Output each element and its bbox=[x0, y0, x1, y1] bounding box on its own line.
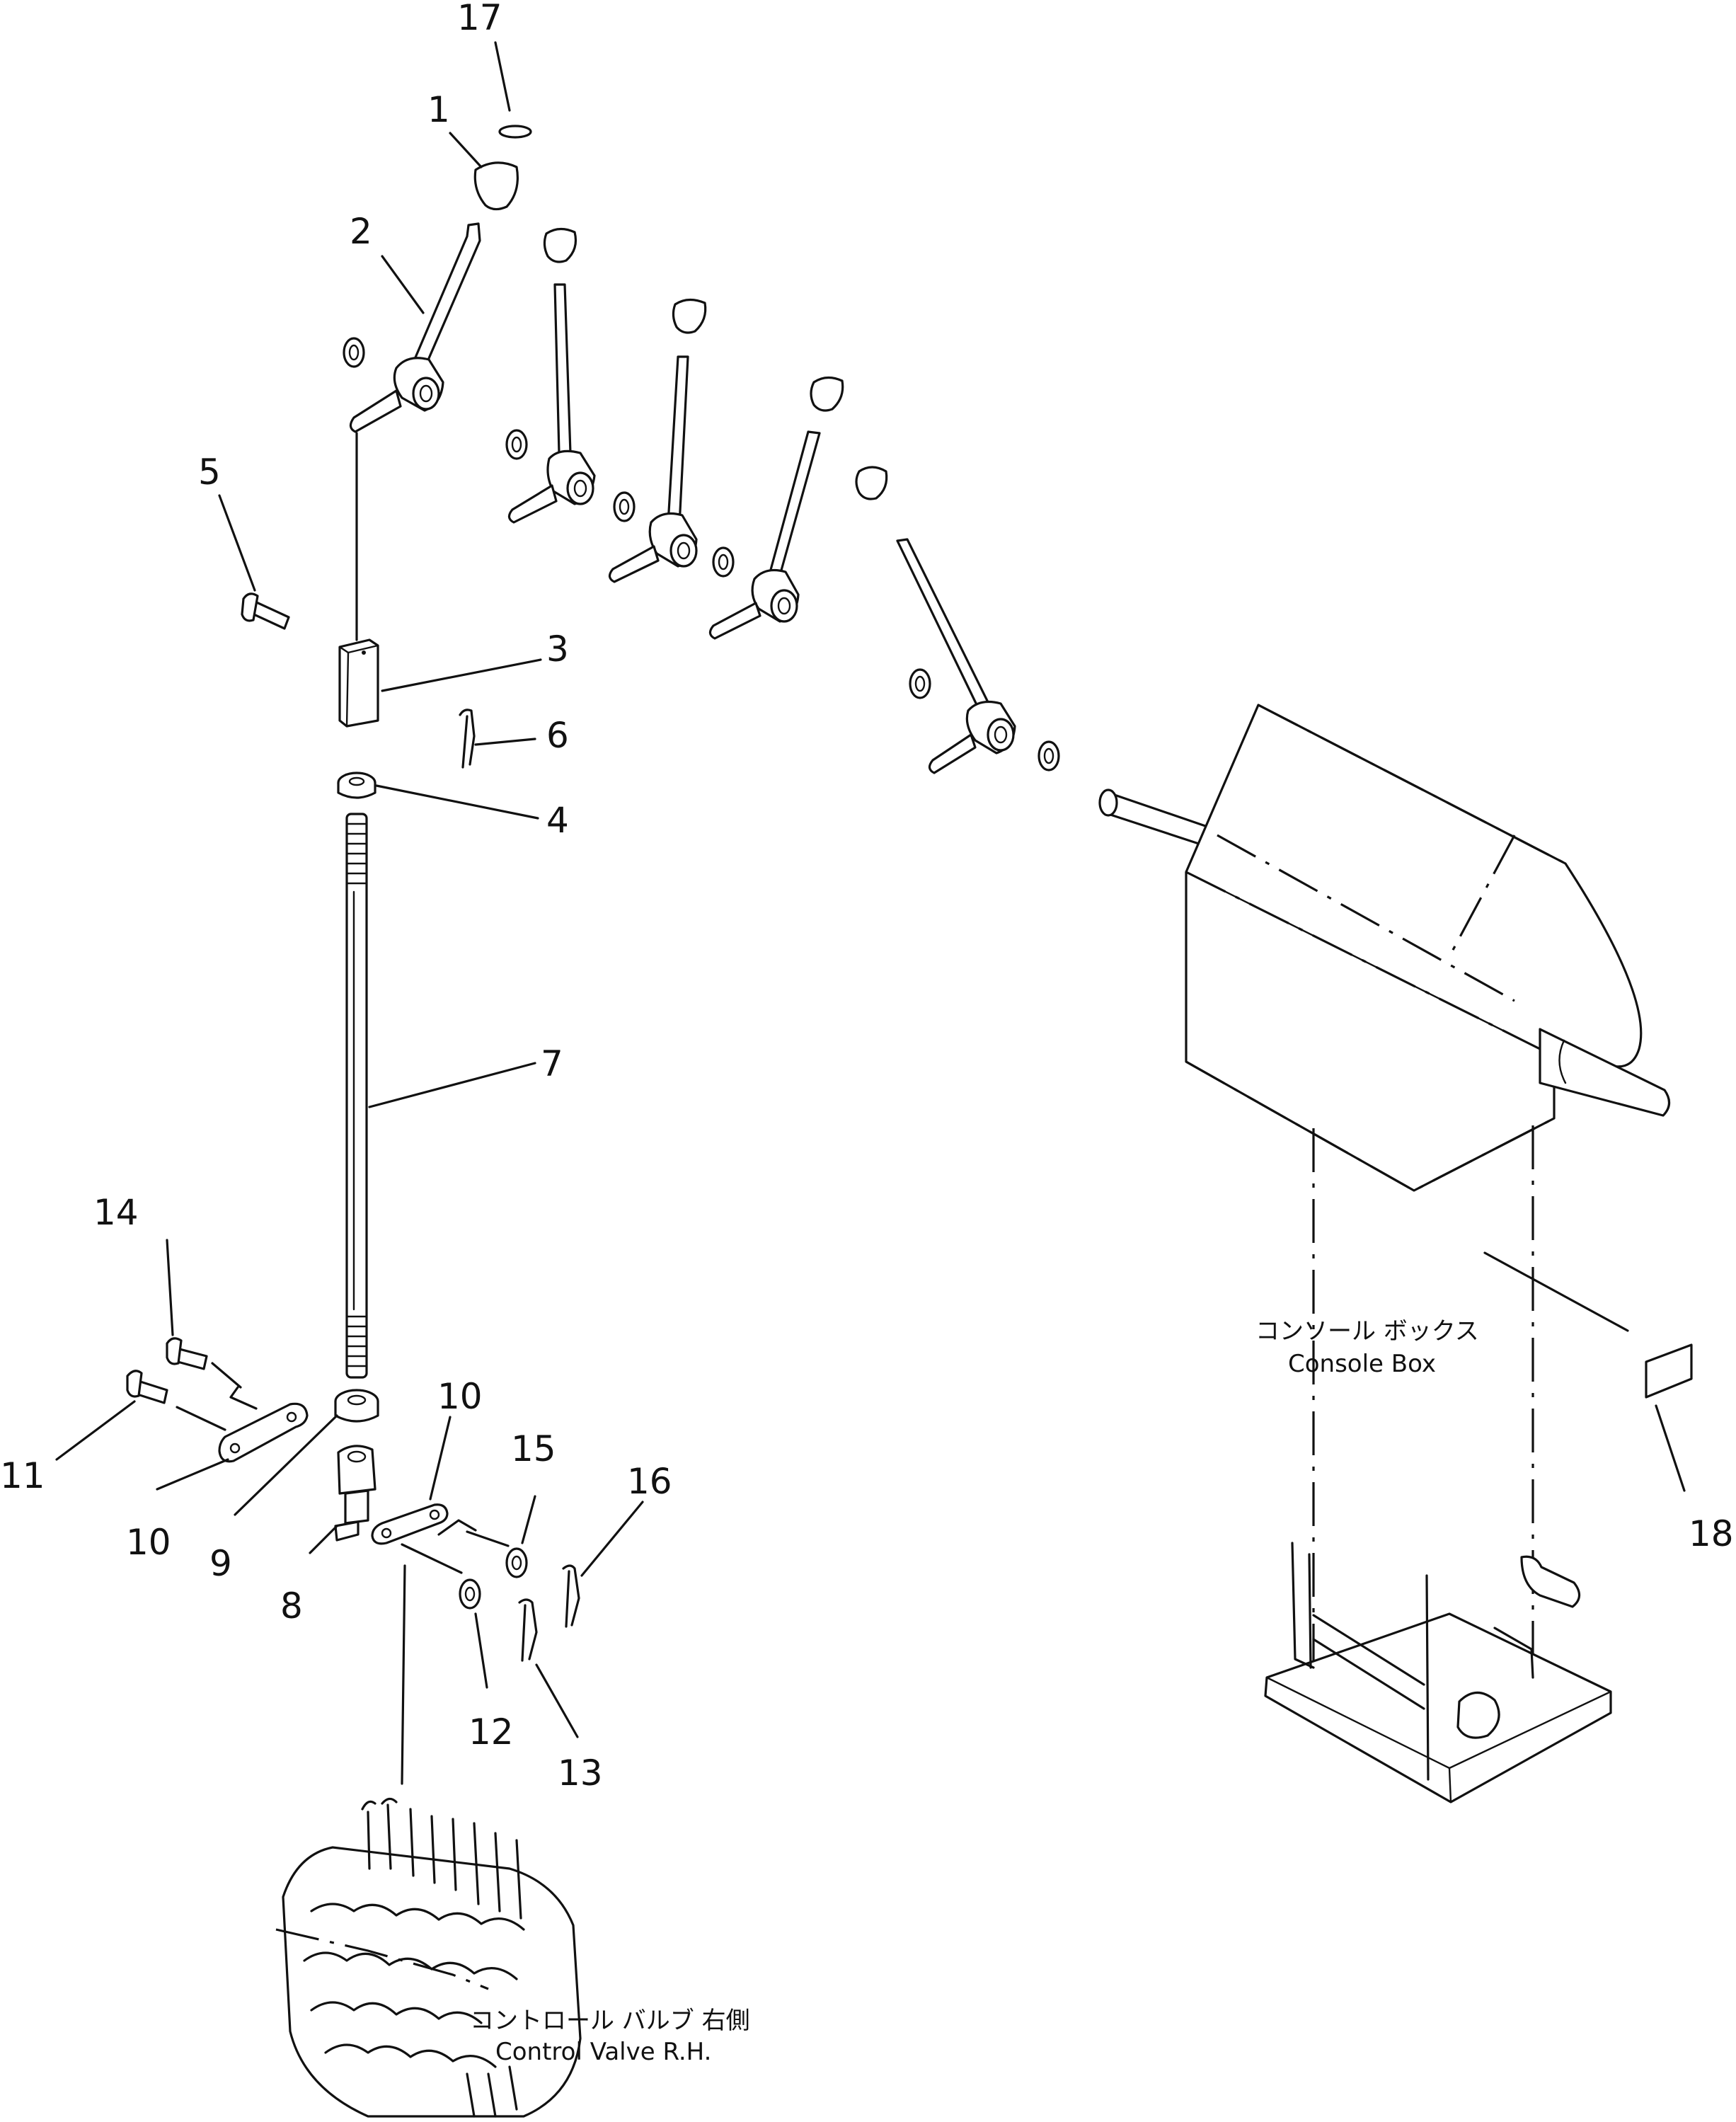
lever-set-d bbox=[855, 466, 1060, 774]
callout-10-right: 10 bbox=[437, 1376, 483, 1417]
part-1-knob bbox=[473, 161, 519, 211]
console-box bbox=[1098, 704, 1671, 1803]
callout-6: 6 bbox=[546, 715, 569, 756]
callout-17: 17 bbox=[457, 0, 502, 38]
part-16-pin bbox=[562, 1564, 580, 1628]
callout-14: 14 bbox=[93, 1192, 139, 1233]
part-18-label-plate bbox=[1483, 1251, 1693, 1399]
leader-lines bbox=[55, 41, 1686, 1738]
callout-3: 3 bbox=[546, 629, 569, 670]
callout-1: 1 bbox=[427, 89, 450, 130]
console-box-label-jp: コンソール ボックス bbox=[1255, 1317, 1479, 1346]
part-6-pin bbox=[459, 709, 476, 769]
callout-12: 12 bbox=[469, 1711, 514, 1753]
callout-10-left: 10 bbox=[126, 1522, 171, 1563]
part-13-pin bbox=[518, 1598, 538, 1662]
part-11-bolt bbox=[126, 1370, 168, 1404]
callout-9: 9 bbox=[209, 1543, 232, 1584]
part-10-plate-right bbox=[371, 1503, 510, 1574]
part-8-joint bbox=[334, 1445, 376, 1542]
control-valve-label-en: Control Valve R.H. bbox=[495, 2038, 711, 2066]
lever-set-c bbox=[708, 376, 844, 640]
part-7-rod bbox=[345, 813, 368, 1379]
console-box-label-en: Console Box bbox=[1288, 1350, 1436, 1378]
part-3-block bbox=[338, 638, 379, 728]
callout-8: 8 bbox=[280, 1585, 303, 1627]
text-labels: コンソール ボックス Console Box コントロール バルブ 右側 Con… bbox=[470, 1317, 1479, 2066]
part-4-nut bbox=[337, 772, 376, 799]
lever-set-b bbox=[608, 298, 735, 583]
part-15-washer bbox=[505, 1547, 528, 1578]
callout-numbers: 17 1 2 5 3 6 4 7 14 11 10 10 9 8 15 16 1… bbox=[0, 0, 1734, 1794]
part-9-nut bbox=[334, 1389, 379, 1423]
callout-16: 16 bbox=[627, 1461, 672, 1502]
callout-11: 11 bbox=[0, 1455, 45, 1496]
callout-13: 13 bbox=[558, 1753, 603, 1794]
callout-15: 15 bbox=[511, 1428, 556, 1469]
control-valve-label-jp: コントロール バルブ 右側 bbox=[470, 2007, 750, 2035]
callout-4: 4 bbox=[546, 800, 569, 841]
part-5-bolt bbox=[241, 592, 290, 630]
part-17-ring bbox=[498, 125, 532, 139]
callout-2: 2 bbox=[350, 211, 372, 252]
lever-set-a bbox=[505, 227, 636, 524]
part-12-washer bbox=[459, 1578, 481, 1610]
callout-5: 5 bbox=[198, 452, 221, 493]
callout-7: 7 bbox=[541, 1043, 563, 1084]
callout-18: 18 bbox=[1689, 1513, 1734, 1554]
part-14-bolt bbox=[166, 1337, 242, 1389]
control-valve-rh bbox=[275, 1797, 582, 2118]
part-10-plate-left bbox=[176, 1386, 309, 1463]
plate-to-valve-line bbox=[401, 1564, 406, 1785]
part-2-lever bbox=[343, 222, 481, 433]
